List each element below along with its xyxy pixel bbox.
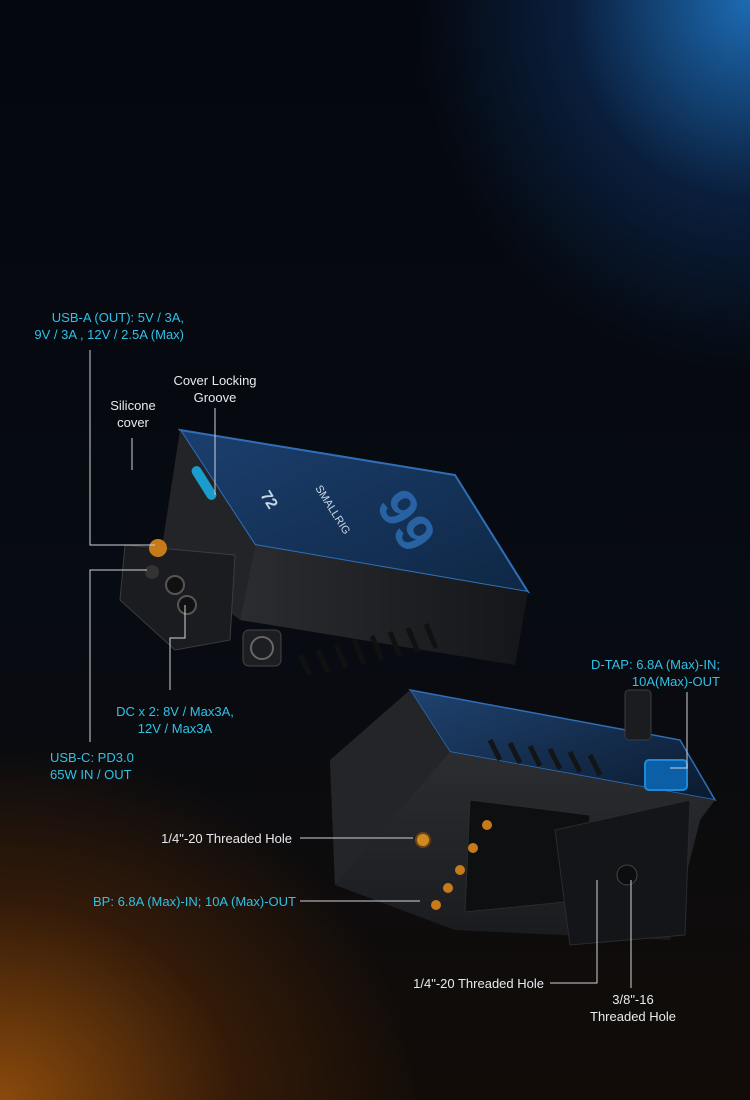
leader-lines xyxy=(89,350,688,988)
bp-label: BP: 6.8A (Max)-IN; 10A (Max)-OUT xyxy=(93,894,296,909)
usb-c-label: USB-C: PD3.0 65W IN / OUT xyxy=(50,749,134,783)
cover-groove-line-1: Cover Locking xyxy=(173,373,257,388)
threaded-hole-left-label: 1/4"-20 Threaded Hole xyxy=(161,831,292,846)
silicone-line-2: cover xyxy=(117,415,149,430)
dc-line-1: DC x 2: 8V / Max3A, xyxy=(116,704,234,719)
upper-battery: 72 SMALLRIG 99 xyxy=(119,428,531,677)
dtap-label: D-TAP: 6.8A (Max)-IN; 10A(Max)-OUT xyxy=(560,656,720,690)
dc-line-2: 12V / Max3A xyxy=(137,721,213,736)
usb-a-line-1: USB-A (OUT): 5V / 3A, xyxy=(51,310,184,325)
usb-a-label: USB-A (OUT): 5V / 3A, 9V / 3A , 12V / 2.… xyxy=(20,309,184,343)
dtap-line-2: 10A(Max)-OUT xyxy=(631,674,720,689)
cover-locking-groove-label: Cover Locking Groove xyxy=(160,372,270,406)
dtap-line-1: D-TAP: 6.8A (Max)-IN; xyxy=(590,657,720,672)
lower-battery xyxy=(330,688,717,946)
hole-38-line-2: Threaded Hole xyxy=(590,1009,676,1024)
usb-c-line-1: USB-C: PD3.0 xyxy=(50,750,134,765)
threaded-hole-bottom-label: 1/4"-20 Threaded Hole xyxy=(413,976,544,991)
usb-c-line-2: 65W IN / OUT xyxy=(50,767,132,782)
usb-a-line-2: 9V / 3A , 12V / 2.5A (Max) xyxy=(34,327,184,342)
threaded-hole-38-label: 3/8"-16 Threaded Hole xyxy=(578,991,688,1025)
silicone-cover-label: Silicone cover xyxy=(96,397,170,431)
silicone-line-1: Silicone xyxy=(110,398,156,413)
cover-groove-line-2: Groove xyxy=(193,390,237,405)
dc-label: DC x 2: 8V / Max3A, 12V / Max3A xyxy=(100,703,250,737)
svg-text:72: 72 xyxy=(257,488,281,512)
hole-38-line-1: 3/8"-16 xyxy=(612,992,654,1007)
